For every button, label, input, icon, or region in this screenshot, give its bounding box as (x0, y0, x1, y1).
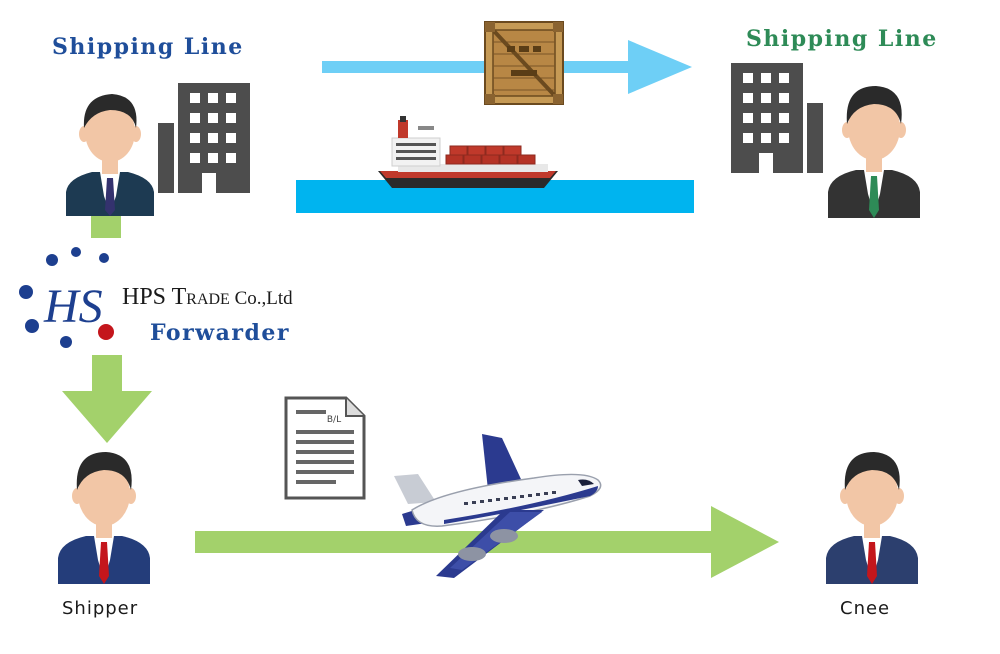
company-name-main: HPS T (122, 284, 187, 310)
company-name-suffix: Co.,Ltd (234, 288, 293, 309)
company-name: HPS TRADE Co.,Ltd (122, 284, 293, 311)
shipping-line-left-person-icon (66, 94, 154, 216)
shipping-line-left-title: Shipping Line (52, 34, 244, 60)
shipper-person-icon (58, 452, 150, 584)
svg-text:HS: HS (43, 280, 103, 333)
bottom-flow-arrow (195, 506, 779, 578)
airplane-icon (394, 434, 602, 578)
cnee-label: Cnee (840, 598, 891, 619)
bill-of-lading-document-icon: B/L (284, 396, 366, 500)
cnee-person-icon (826, 452, 918, 584)
office-building-right-icon (731, 63, 823, 173)
document-label: B/L (327, 415, 341, 425)
container-ship-icon (378, 116, 558, 188)
shipping-line-right-person-icon (828, 86, 920, 218)
shipper-label: Shipper (62, 598, 139, 619)
shipping-line-right-title: Shipping Line (746, 26, 938, 52)
office-building-left-icon (158, 83, 250, 193)
wooden-crate-icon (484, 21, 564, 105)
connector-bar (91, 216, 121, 238)
hps-logo-icon: HS (19, 247, 114, 348)
forwarder-title: Forwarder (150, 320, 290, 346)
down-flow-arrow (62, 355, 152, 443)
company-name-smallcaps: RADE (186, 291, 230, 308)
